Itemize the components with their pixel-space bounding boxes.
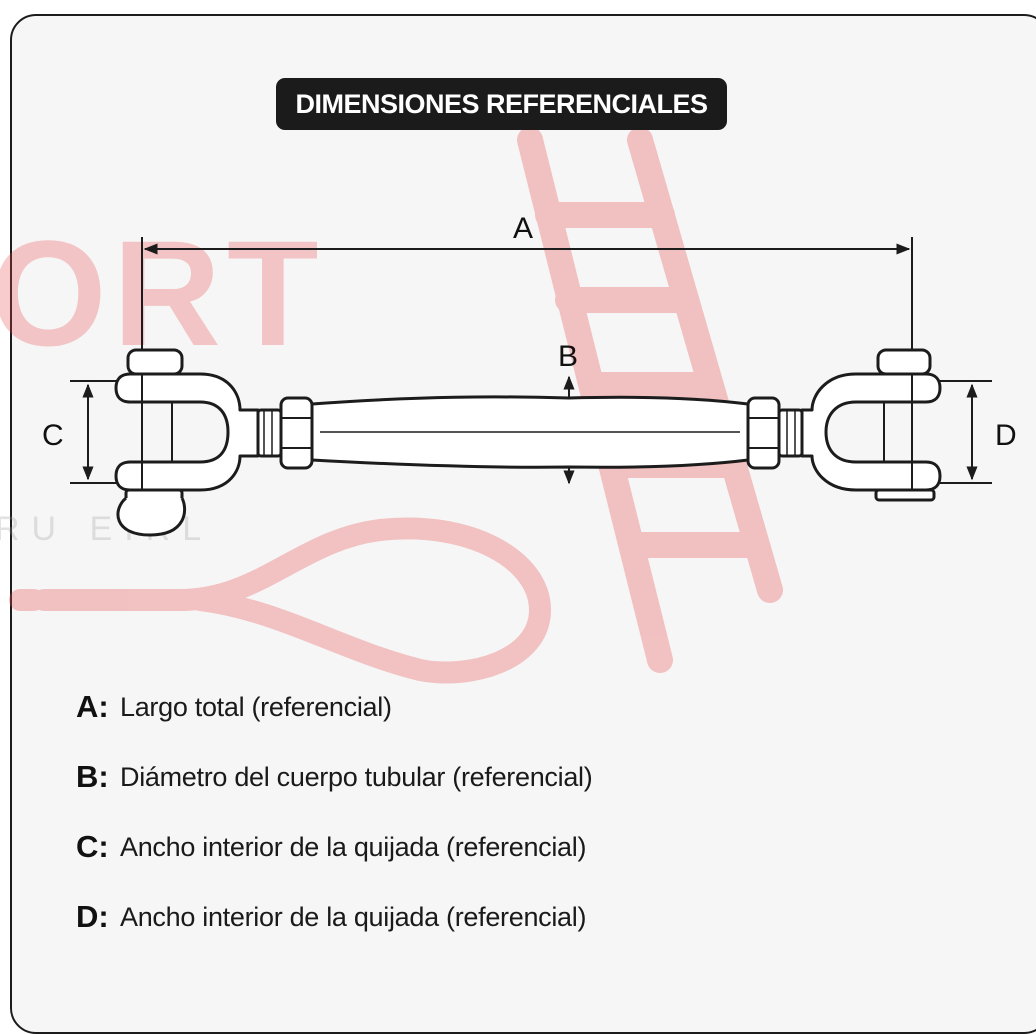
right-collar [777, 408, 804, 458]
left-pin-head-top [126, 348, 184, 376]
dimension-c-label: C [42, 419, 64, 452]
dimension-a-label: A [513, 212, 533, 245]
legend-text: Largo total (referencial) [120, 691, 392, 722]
dimension-b-label: B [558, 340, 578, 373]
legend: A: Largo total (referencial) B: Diámetro… [76, 672, 776, 952]
dimension-d-label: D [995, 419, 1017, 452]
title-badge: DIMENSIONES REFERENCIALES [276, 78, 727, 130]
dimension-a [141, 237, 913, 385]
left-jaw [114, 372, 260, 492]
legend-key: B: [76, 759, 109, 794]
dimension-c [70, 380, 118, 484]
right-nut [746, 396, 781, 470]
legend-item-a: A: Largo total (referencial) [76, 672, 776, 742]
legend-item-c: C: Ancho interior de la quijada (referen… [76, 812, 776, 882]
turnbuckle-graphic [114, 348, 942, 537]
left-collar [256, 408, 283, 458]
legend-key: C: [76, 829, 109, 864]
legend-item-d: D: Ancho interior de la quijada (referen… [76, 882, 776, 952]
legend-key: A: [76, 689, 109, 724]
legend-text: Ancho interior de la quijada (referencia… [120, 901, 587, 932]
legend-item-b: B: Diámetro del cuerpo tubular (referenc… [76, 742, 776, 812]
left-pin-ball [116, 496, 187, 537]
page-title: DIMENSIONES REFERENCIALES [295, 88, 708, 119]
legend-text: Ancho interior de la quijada (referencia… [120, 831, 587, 862]
legend-key: D: [76, 899, 109, 934]
right-jaw [800, 372, 942, 492]
right-pin-head-top [876, 348, 932, 376]
legend-text: Diámetro del cuerpo tubular (referencial… [120, 761, 593, 792]
dimension-d [940, 380, 992, 484]
right-pin-foot [874, 488, 936, 502]
left-nut [279, 396, 314, 470]
